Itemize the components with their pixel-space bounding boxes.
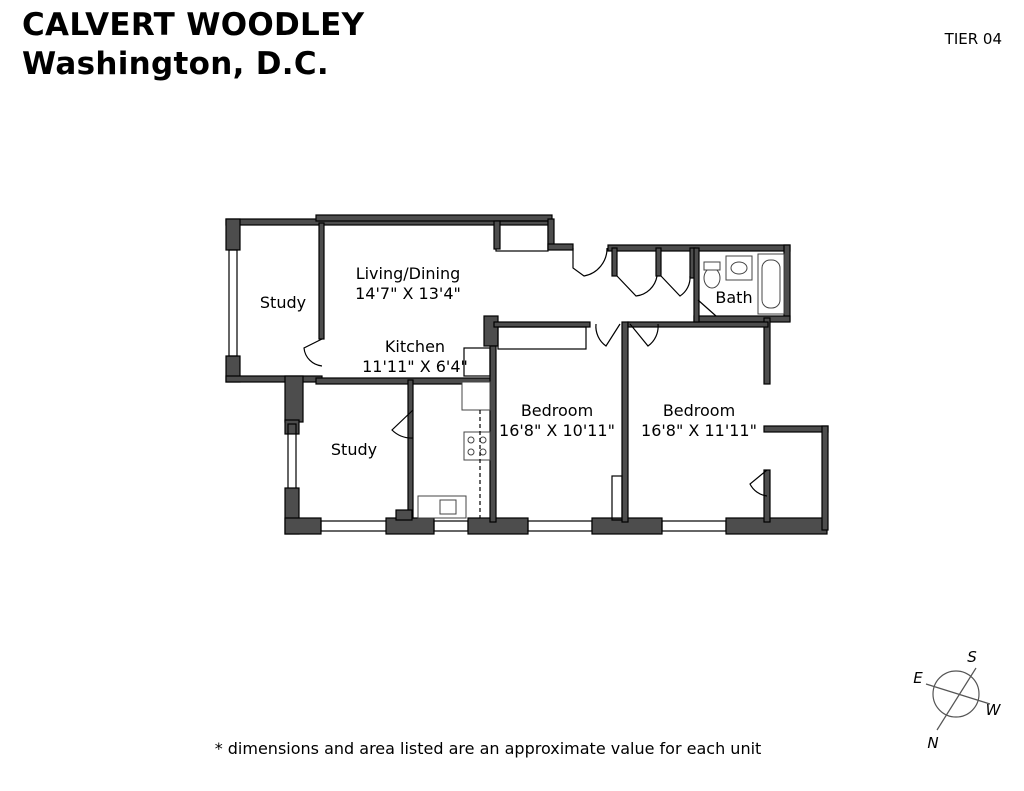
city-name: Washington, D.C. xyxy=(22,46,330,82)
header-title: CALVERT WOODLEY Washington, D.C. xyxy=(22,6,364,84)
room-name-study-upper: Study xyxy=(260,293,306,312)
room-name-bedroom-2: Bedroom xyxy=(663,401,735,420)
interior-walls xyxy=(318,222,769,523)
room-dims-bedroom-2: 16'8" X 11'11" xyxy=(641,421,757,440)
kitchen-fixtures xyxy=(417,381,491,519)
room-name-bedroom-1: Bedroom xyxy=(521,401,593,420)
room-name-bath: Bath xyxy=(715,288,752,307)
compass-rose: S E W N xyxy=(913,648,1001,752)
building-name: CALVERT WOODLEY xyxy=(22,7,365,43)
room-labels: Study Living/Dining 14'7" X 13'4" Kitche… xyxy=(260,264,757,459)
room-dims-kitchen: 11'11" X 6'4" xyxy=(362,357,468,376)
compass-circle-icon xyxy=(932,670,980,718)
room-dims-living: 14'7" X 13'4" xyxy=(355,284,461,303)
door-swings xyxy=(303,247,768,497)
exterior-walls xyxy=(225,214,829,535)
compass-north: N xyxy=(927,734,938,752)
room-dims-bedroom-1: 16'8" X 10'11" xyxy=(499,421,615,440)
room-name-living: Living/Dining xyxy=(356,264,461,283)
compass-east: E xyxy=(913,669,923,687)
room-name-kitchen: Kitchen xyxy=(385,337,445,356)
tier-label: TIER 04 xyxy=(944,30,1002,48)
compass-west: W xyxy=(986,701,1002,719)
room-name-study-lower: Study xyxy=(331,440,377,459)
compass-south: S xyxy=(967,648,977,666)
disclaimer-note: * dimensions and area listed are an appr… xyxy=(214,739,762,758)
bath-fixtures xyxy=(703,253,785,315)
